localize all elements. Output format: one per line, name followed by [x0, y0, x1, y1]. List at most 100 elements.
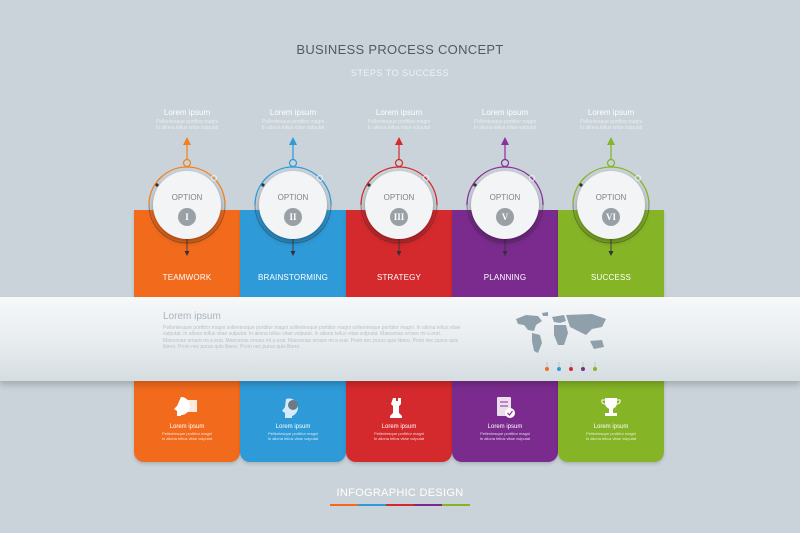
ring-mark	[182, 158, 192, 168]
band-text: Pellentesque porttitor magni sollentesqu…	[163, 325, 461, 350]
step-top-desc: Pellentesque porttitor magni In aliona t…	[473, 119, 537, 131]
ring-mark	[606, 158, 616, 168]
map-pin-icon	[545, 362, 549, 371]
page-title: BUSINESS PROCESS CONCEPT	[296, 42, 504, 57]
ring-mark	[316, 174, 324, 182]
option-label: OPTION	[489, 193, 521, 202]
icon-shape	[390, 398, 402, 418]
chess-rook-icon	[390, 398, 402, 418]
step-top-title: Lorem ipsum	[375, 108, 423, 117]
option-numeral: VI	[602, 208, 620, 226]
icon-shape	[601, 399, 621, 405]
step-bottom-title: Lorem ipsum	[275, 424, 311, 430]
option-circle: OPTION VI	[577, 171, 645, 239]
map-pin-icon	[581, 362, 585, 371]
option-numeral: V	[496, 208, 514, 226]
ring-mark	[289, 137, 297, 145]
ring-mark	[290, 251, 296, 256]
option-label: OPTION	[171, 193, 203, 202]
map-pin-mark	[545, 367, 549, 371]
footer-title: INFOGRAPHIC DESIGN	[336, 487, 464, 499]
icon-shape	[288, 400, 298, 410]
option-circle: OPTION III	[365, 171, 433, 239]
map-pin-icon	[569, 362, 573, 371]
step-bottom-desc: Pellentesque porttitor magni In aliona t…	[267, 431, 319, 441]
map-pin-icon	[593, 362, 597, 371]
step-bottom-title: Lorem ipsum	[593, 424, 629, 430]
ring-mark	[528, 174, 536, 182]
ring-mark	[395, 137, 403, 145]
map-pin-mark	[569, 367, 573, 371]
option-numeral: III	[390, 208, 408, 226]
step-ring-arrows	[572, 137, 650, 256]
band-title: Lorem ipsum	[163, 311, 221, 322]
ring-mark	[607, 137, 615, 145]
step-top-title: Lorem ipsum	[481, 108, 529, 117]
icon-shape	[605, 413, 617, 416]
icon-shape	[174, 397, 191, 416]
option-numeral: I	[178, 208, 196, 226]
trophy-icon	[601, 398, 621, 416]
option-label: OPTION	[383, 193, 415, 202]
step-top-desc: Pellentesque porttitor magni In aliona t…	[367, 119, 431, 131]
icon-shape	[505, 408, 515, 418]
ring-mark	[422, 174, 430, 182]
step-label: BRAINSTORMING	[257, 273, 328, 282]
clipboard-check-icon	[497, 397, 515, 418]
head-profile-icon	[174, 397, 197, 416]
ring-mark	[184, 251, 190, 256]
footer-color-line	[330, 504, 470, 506]
page-subtitle: STEPS TO SUCCESS	[350, 68, 450, 78]
option-circle: OPTION V	[471, 171, 539, 239]
step-bottom-desc: Pellentesque porttitor magni In aliona t…	[161, 431, 213, 441]
icon-shape	[187, 400, 197, 412]
world-map-icon	[516, 312, 606, 353]
option-numeral: II	[284, 208, 302, 226]
option-label: OPTION	[595, 193, 627, 202]
ring-mark	[501, 137, 509, 145]
map-pin-mark	[557, 367, 561, 371]
step-top-title: Lorem ipsum	[587, 108, 635, 117]
map-pin-icon	[557, 362, 561, 371]
option-label: OPTION	[277, 193, 309, 202]
map-pin-mark	[593, 367, 597, 371]
step-bottom-desc: Pellentesque porttitor magni In aliona t…	[479, 431, 531, 441]
step-bottom-desc: Pellentesque porttitor magni In aliona t…	[585, 431, 637, 441]
step-top-title: Lorem ipsum	[163, 108, 211, 117]
step-ring-arrows	[360, 137, 438, 256]
ring-mark	[502, 251, 508, 256]
ring-mark	[183, 137, 191, 145]
ring-mark	[210, 174, 218, 182]
step-top-desc: Pellentesque porttitor magni In aliona t…	[155, 119, 219, 131]
ring-mark	[634, 174, 642, 182]
step-label: SUCCESS	[590, 273, 632, 282]
icon-shape	[507, 410, 513, 416]
step-bottom-desc: Pellentesque porttitor magni In aliona t…	[373, 431, 425, 441]
step-label: PLANNING	[483, 273, 527, 282]
brain-head-icon	[282, 398, 299, 418]
ring-mark	[396, 251, 402, 256]
icon-shape	[605, 398, 617, 409]
ring-mark	[394, 158, 404, 168]
step-label: TEAMWORK	[162, 273, 212, 282]
icon-shape	[609, 408, 613, 413]
ring-mark	[500, 158, 510, 168]
step-bottom-title: Lorem ipsum	[487, 424, 523, 430]
step-top-desc: Pellentesque porttitor magni In aliona t…	[579, 119, 643, 131]
ring-mark	[288, 158, 298, 168]
map-pin-mark	[581, 367, 585, 371]
step-label: STRATEGY	[376, 273, 422, 282]
ring-mark	[608, 251, 614, 256]
step-ring-arrows	[466, 137, 544, 256]
option-circle: OPTION II	[259, 171, 327, 239]
